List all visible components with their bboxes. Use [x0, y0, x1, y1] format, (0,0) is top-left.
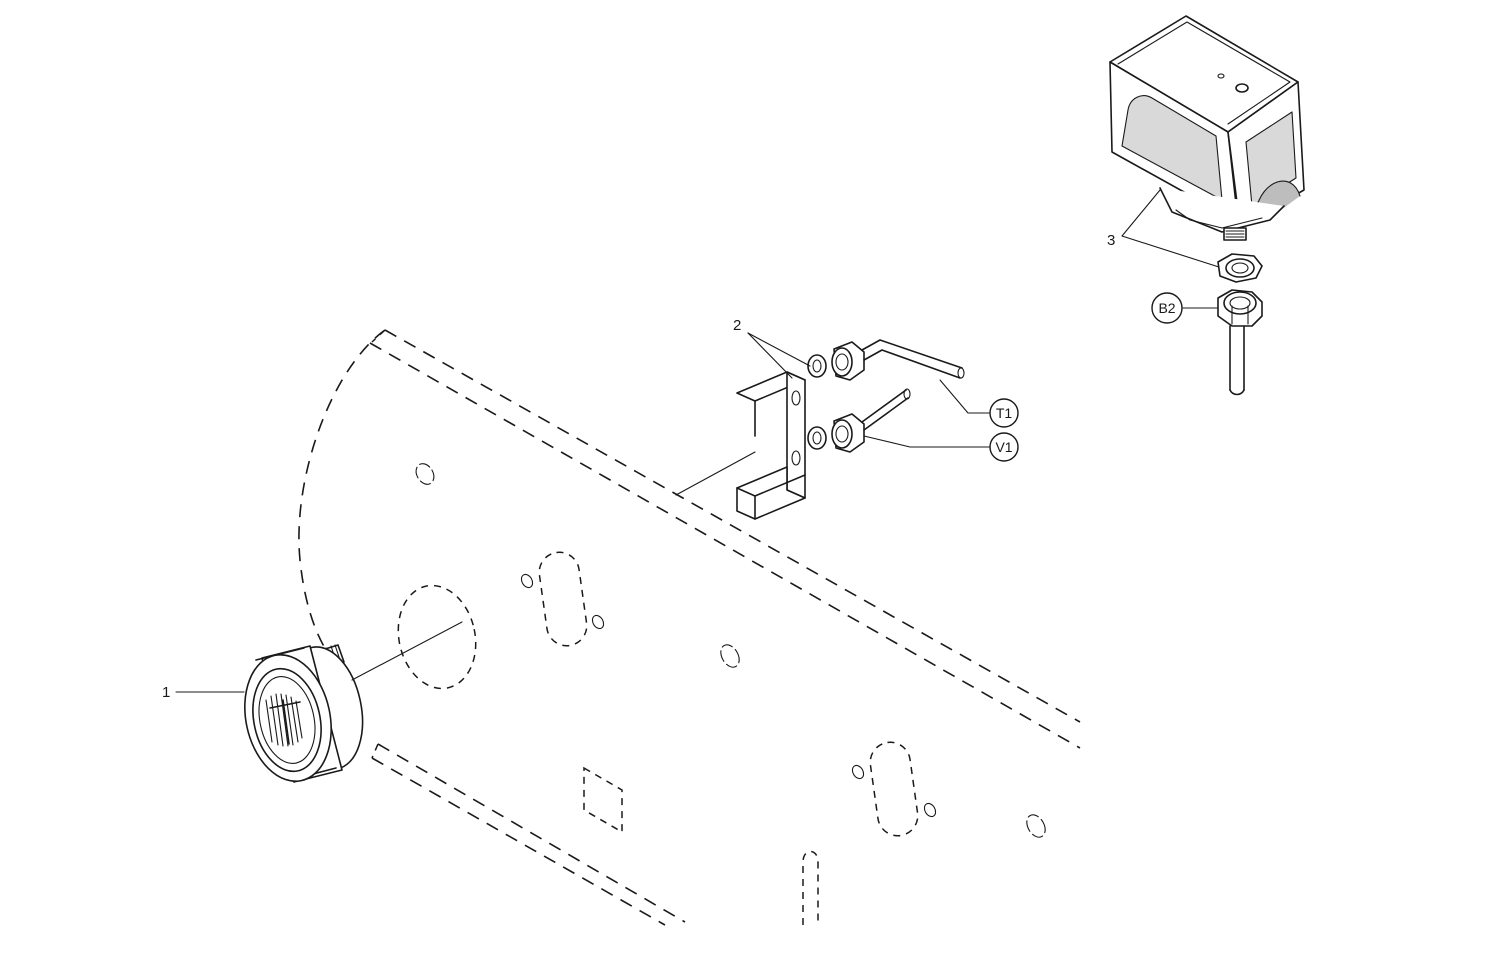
tube-fittings: [807, 339, 991, 453]
bubble-v1-label: V1: [995, 439, 1012, 455]
bubble-t1: T1: [989, 398, 1019, 428]
bubble-t1-label: T1: [996, 405, 1013, 421]
pressure-switch: [1109, 15, 1305, 269]
callout-1-label: 1: [162, 684, 170, 701]
bubble-b2: B2: [1151, 292, 1183, 324]
b2-tube-fitting: [1181, 289, 1263, 396]
pressure-gauge: [244, 621, 463, 783]
hex-nut: [1217, 253, 1263, 283]
mounting-bracket: [675, 371, 806, 520]
callout-2: 2: [733, 317, 811, 379]
callout-1: 1: [162, 684, 245, 701]
callout-2-label: 2: [733, 317, 741, 334]
callout-3-label: 3: [1107, 232, 1115, 249]
bubble-b2-label: B2: [1158, 300, 1175, 316]
callout-3: 3: [1107, 232, 1115, 249]
bubble-v1: V1: [989, 432, 1019, 462]
mounting-panel: [298, 329, 1081, 926]
